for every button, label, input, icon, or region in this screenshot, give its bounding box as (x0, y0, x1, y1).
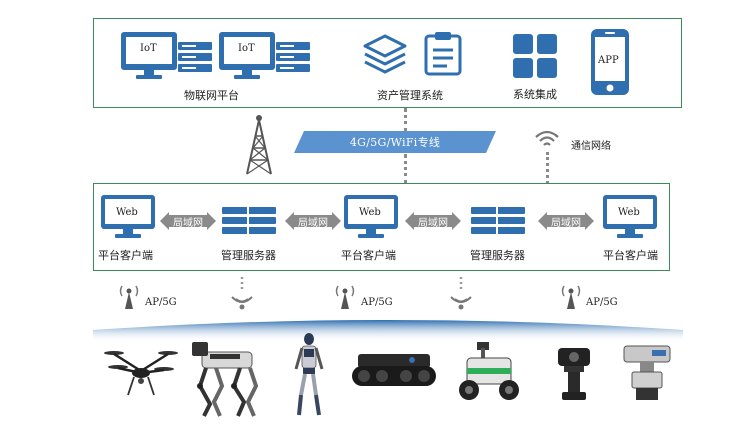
dedicated-line-banner: 4G/5G/WiFi专线 (294, 131, 496, 153)
comm-network-label: 通信网络 (571, 141, 611, 152)
clipboard-icon (424, 32, 462, 76)
quadruped-robot-icon (192, 342, 259, 417)
management-server-icon (471, 207, 525, 234)
dedicated-line-text: 4G/5G/WiFi专线 (349, 136, 441, 149)
management-server-label: 管理服务器 (470, 249, 525, 262)
iot-platform-label: 物联网平台 (184, 89, 239, 102)
platform-client-label: 平台客户端 (603, 249, 658, 262)
wifi-icon (535, 130, 559, 146)
web-client-monitor-icon (101, 195, 155, 238)
inspection-camera-icon (623, 345, 671, 400)
humanoid-robot-icon (294, 333, 324, 416)
management-server-label: 管理服务器 (221, 249, 276, 262)
iot-monitor-icon (121, 32, 177, 79)
link-dotted-line (404, 108, 407, 132)
lan-arrow: 局域网 (405, 212, 461, 230)
platform-client-label: 平台客户端 (341, 249, 396, 262)
lan-arrow: 局域网 (538, 212, 594, 230)
layers-icon (363, 34, 407, 74)
web-client-monitor-icon (344, 195, 398, 238)
ap-label: AP/5G (586, 297, 618, 308)
iot-screen-text: IoT (238, 43, 255, 54)
iot-monitor-icon (219, 32, 275, 79)
wifi-signal-icon (231, 277, 253, 310)
lan-label: 局域网 (551, 217, 581, 229)
app-label: APP (598, 55, 619, 66)
ground-band (93, 320, 683, 342)
lan-arrow: 局域网 (160, 212, 216, 230)
management-server-icon (222, 207, 276, 234)
asset-management-label: 资产管理系统 (377, 89, 443, 102)
grid-icon (513, 34, 557, 78)
ap-antenna-icon (561, 285, 581, 309)
tracked-robot-icon (352, 354, 436, 386)
ap-antenna-icon (119, 285, 139, 309)
link-dotted-line (546, 152, 549, 184)
web-screen-text: Web (359, 207, 381, 218)
ap-antenna-icon (335, 285, 355, 309)
lan-label: 局域网 (298, 217, 328, 229)
ap-label: AP/5G (361, 297, 393, 308)
web-screen-text: Web (116, 207, 138, 218)
server-icon (276, 42, 310, 72)
lan-label: 局域网 (418, 217, 448, 229)
wifi-signal-icon (450, 277, 472, 310)
drone-icon (104, 351, 178, 396)
ap-label: AP/5G (145, 297, 177, 308)
smartphone-icon (591, 29, 629, 95)
iot-screen-text: IoT (140, 43, 157, 54)
ptz-camera-icon (558, 348, 590, 400)
link-dotted-line (404, 154, 407, 184)
lan-label: 局域网 (173, 217, 203, 229)
signal-tower-icon (246, 115, 272, 175)
server-icon (178, 42, 212, 72)
lan-arrow: 局域网 (285, 212, 341, 230)
wheeled-robot-icon (459, 342, 519, 400)
system-integration-label: 系统集成 (513, 88, 557, 101)
web-screen-text: Web (618, 207, 640, 218)
web-client-monitor-icon (603, 195, 657, 238)
platform-client-label: 平台客户端 (98, 249, 153, 262)
